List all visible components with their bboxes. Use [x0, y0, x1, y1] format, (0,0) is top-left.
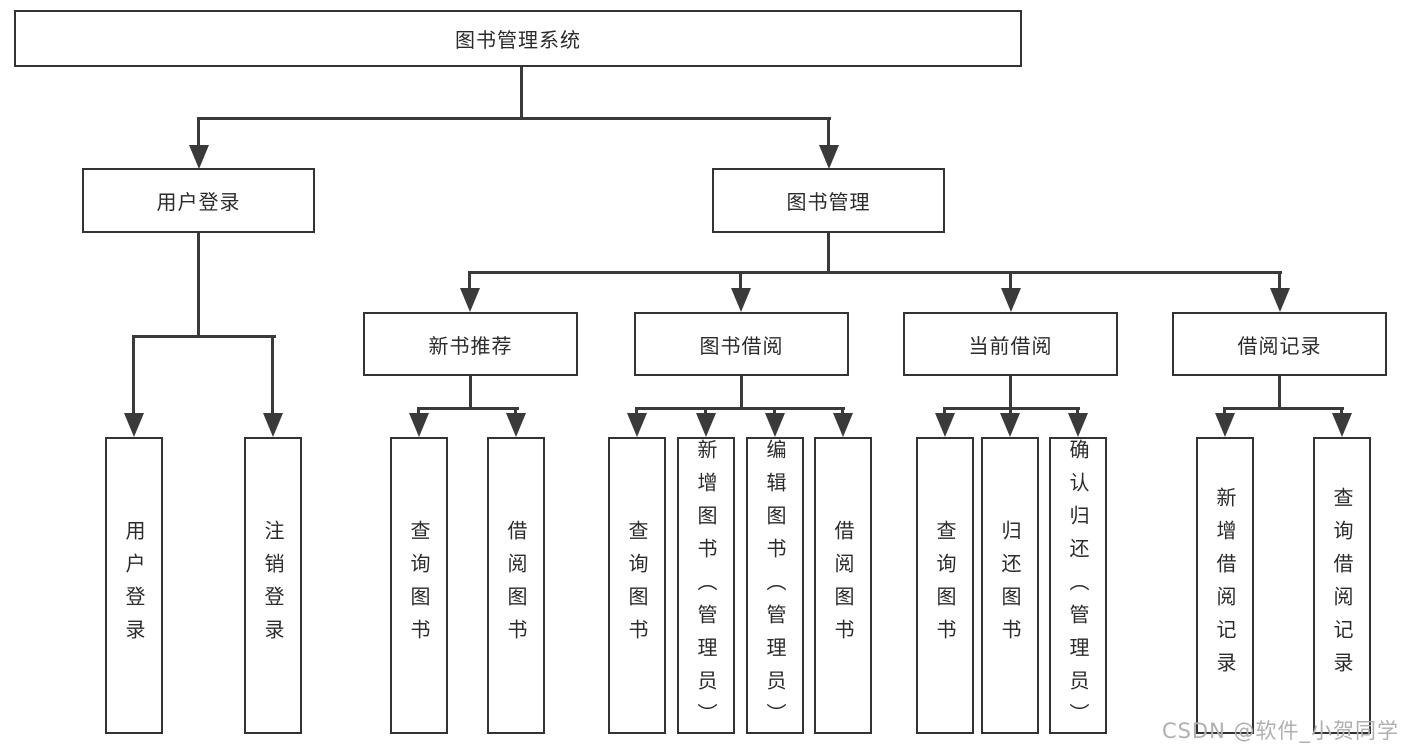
- connector-leaf-drop: [271, 335, 274, 417]
- arrow-down-icon: [1001, 288, 1021, 312]
- connector-group-stem: [740, 376, 743, 410]
- leaf-query-books-recommend: 查询图书: [390, 437, 448, 734]
- connector-leaf-drop: [635, 407, 638, 417]
- connector-leaf-drop: [773, 407, 776, 417]
- connector-group-bar: [1223, 407, 1344, 410]
- leaf-borrow-books: 借阅图书: [814, 437, 872, 734]
- leaf-borrow-books-recommend: 借阅图书: [487, 437, 545, 734]
- arrow-down-icon: [409, 413, 429, 437]
- connector-level3-drop: [739, 271, 742, 290]
- connector-leaf-drop: [841, 407, 844, 417]
- node-library-management-system: 图书管理系统: [14, 10, 1022, 67]
- connector-leaf-drop: [1009, 407, 1012, 417]
- connector-book-management-drop: [827, 117, 830, 149]
- arrow-down-icon: [1000, 413, 1020, 437]
- arrow-down-icon: [124, 413, 144, 437]
- arrow-down-icon: [731, 288, 751, 312]
- arrow-down-icon: [1068, 413, 1088, 437]
- node-new-book-recommend: 新书推荐: [363, 312, 578, 376]
- leaf-user-login: 用户登录: [105, 437, 163, 734]
- arrow-down-icon: [1215, 413, 1235, 437]
- leaf-confirm-return-admin: 确认归还（管理员）: [1049, 437, 1107, 736]
- arrow-down-icon: [833, 413, 853, 437]
- leaf-logout: 注销登录: [244, 437, 302, 734]
- connector-level3-drop: [468, 271, 471, 290]
- node-user-login: 用户登录: [82, 168, 315, 233]
- connector-user-login-stem: [197, 233, 200, 338]
- leaf-query-books-borrow: 查询图书: [608, 437, 666, 734]
- leaf-query-books-current: 查询图书: [916, 437, 974, 734]
- connector-leaf-drop: [704, 407, 707, 417]
- connector-book-management-stem: [827, 233, 830, 274]
- connector-leaf-drop: [132, 335, 135, 417]
- arrow-down-icon: [189, 145, 209, 169]
- connector-level3-bar: [468, 271, 1282, 274]
- leaf-query-borrow-record: 查询借阅记录: [1313, 437, 1371, 734]
- arrow-down-icon: [506, 413, 526, 437]
- connector-level2-bar: [197, 117, 831, 120]
- connector-leaf-drop: [1076, 407, 1079, 417]
- connector-group-bar: [417, 407, 519, 410]
- connector-user-login-bar: [132, 335, 276, 338]
- arrow-down-icon: [1270, 288, 1290, 312]
- connector-root-stem: [520, 67, 523, 120]
- arrow-down-icon: [263, 413, 283, 437]
- connector-leaf-drop: [1223, 407, 1226, 417]
- arrow-down-icon: [765, 413, 785, 437]
- arrow-down-icon: [696, 413, 716, 437]
- leaf-edit-books-admin: 编辑图书（管理员）: [746, 437, 804, 736]
- leaf-add-borrow-record: 新增借阅记录: [1196, 437, 1254, 734]
- connector-level3-drop: [1009, 271, 1012, 290]
- connector-group-stem: [469, 376, 472, 410]
- node-book-management: 图书管理: [712, 168, 945, 233]
- connector-user-login-drop: [197, 117, 200, 149]
- connector-group-stem: [1278, 376, 1281, 410]
- node-current-borrowing: 当前借阅: [903, 312, 1118, 376]
- connector-leaf-drop: [514, 407, 517, 417]
- arrow-down-icon: [1332, 413, 1352, 437]
- arrow-down-icon: [819, 145, 839, 169]
- connector-group-bar: [635, 407, 845, 410]
- node-book-borrowing: 图书借阅: [634, 312, 849, 376]
- node-borrowing-records: 借阅记录: [1172, 312, 1387, 376]
- connector-leaf-drop: [943, 407, 946, 417]
- connector-group-stem: [1009, 376, 1012, 410]
- connector-leaf-drop: [417, 407, 420, 417]
- leaf-add-books-admin: 新增图书（管理员）: [677, 437, 735, 736]
- leaf-return-books: 归还图书: [981, 437, 1039, 734]
- arrow-down-icon: [627, 413, 647, 437]
- watermark: CSDN @软件_小贺同学: [1161, 719, 1399, 743]
- arrow-down-icon: [460, 288, 480, 312]
- connector-leaf-drop: [1340, 407, 1343, 417]
- arrow-down-icon: [935, 413, 955, 437]
- connector-level3-drop: [1278, 271, 1281, 290]
